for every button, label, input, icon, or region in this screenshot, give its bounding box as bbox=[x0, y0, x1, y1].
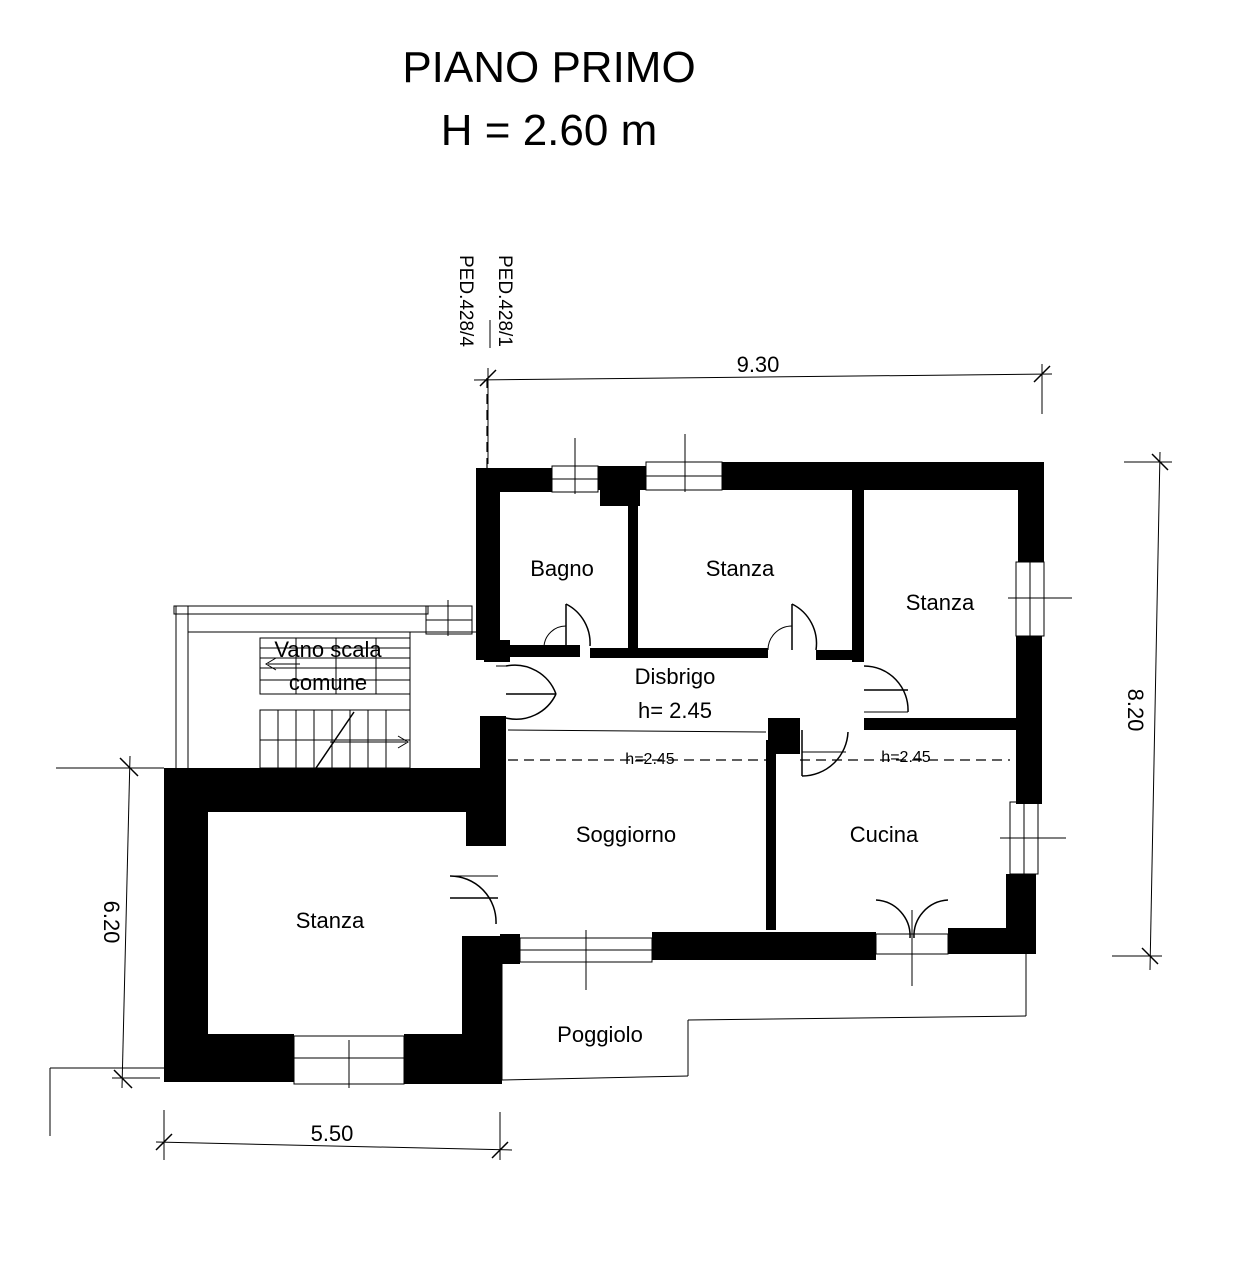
parcel-label-right: PED.428/1 bbox=[494, 255, 515, 347]
dimension-bottom bbox=[155, 1110, 513, 1160]
dimension-top bbox=[473, 364, 1053, 464]
balcony-outline bbox=[501, 954, 1027, 1081]
disbrigo-lower-line bbox=[507, 729, 767, 733]
dimension-label-right: 8.20 bbox=[1123, 689, 1148, 732]
windows bbox=[293, 434, 1072, 1088]
disbrigo-height-label: h= 2.45 bbox=[638, 698, 712, 723]
room-label-stanza-left: Stanza bbox=[296, 908, 365, 933]
plan-height: H = 2.60 m bbox=[441, 106, 657, 155]
soggiorno-height-label: h=2.45 bbox=[625, 751, 674, 768]
cucina-height-label: h=2.45 bbox=[881, 749, 930, 766]
plan-title: PIANO PRIMO bbox=[402, 43, 695, 92]
parcel-label-left: PED.428/4 bbox=[455, 255, 476, 347]
room-label-stanza-top: Stanza bbox=[706, 556, 775, 581]
room-label-disbrigo: Disbrigo bbox=[635, 664, 716, 689]
room-label-bagno: Bagno bbox=[530, 556, 594, 581]
room-label-vano-comune: comune bbox=[289, 670, 367, 695]
doors bbox=[449, 603, 949, 986]
room-label-soggiorno: Soggiorno bbox=[576, 822, 676, 847]
room-label-cucina: Cucina bbox=[850, 822, 919, 847]
walls bbox=[164, 462, 1044, 1084]
dimension-left bbox=[49, 755, 164, 1136]
staircase bbox=[173, 605, 476, 771]
dimension-label-bottom: 5.50 bbox=[311, 1121, 354, 1146]
room-label-poggiolo: Poggiolo bbox=[557, 1022, 643, 1047]
room-label-stanza-right: Stanza bbox=[906, 590, 975, 615]
dimension-label-left: 6.20 bbox=[99, 901, 124, 944]
dimension-right bbox=[1112, 451, 1172, 971]
dimension-label-top: 9.30 bbox=[737, 352, 780, 377]
room-label-vano-scala: Vano scala bbox=[274, 637, 382, 662]
